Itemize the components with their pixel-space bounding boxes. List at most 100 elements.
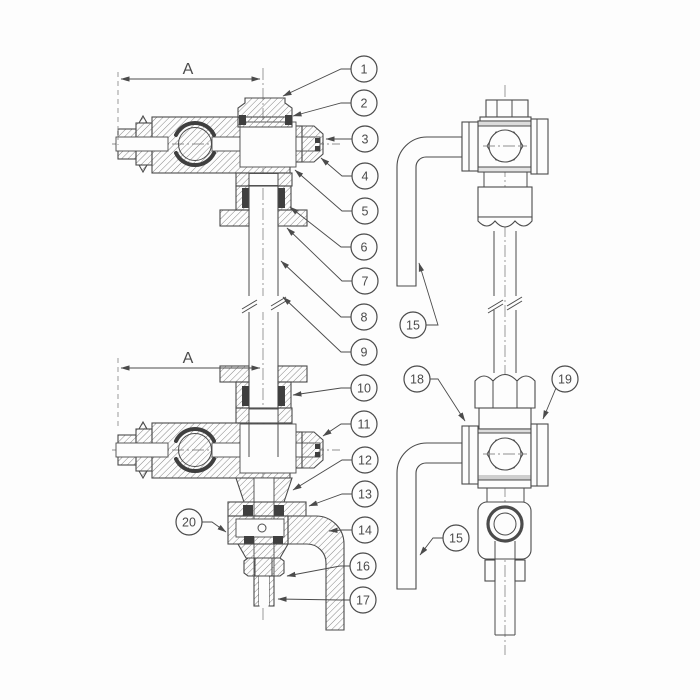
flange-upper-left xyxy=(461,121,479,172)
callout-number: 1 xyxy=(361,63,368,77)
callout-circle xyxy=(351,267,379,295)
callout-circle xyxy=(350,338,378,366)
ball-plug-upper xyxy=(178,127,212,161)
callout-circle xyxy=(350,55,378,83)
handle-upper xyxy=(396,136,463,287)
callout-number: 16 xyxy=(356,560,370,574)
callout-circle xyxy=(351,480,379,508)
callout-number: 10 xyxy=(357,382,371,396)
dimension-label-bottom: A xyxy=(183,350,194,367)
flange-lower-left xyxy=(461,425,479,485)
external-view xyxy=(396,85,549,655)
callout-number: 11 xyxy=(358,418,371,432)
dimension-label-top: A xyxy=(183,61,194,78)
callout-circle xyxy=(349,552,377,580)
gland-nut-upper-external xyxy=(477,216,533,228)
callout-19: 19 xyxy=(542,365,579,420)
callout-circle xyxy=(350,410,378,438)
seat-arc-lower-bottom xyxy=(174,457,216,473)
callout-number: 3 xyxy=(362,133,369,147)
callout-6: 6 xyxy=(289,206,378,261)
drain-nipple-bore xyxy=(259,576,269,606)
callout-number: 17 xyxy=(356,594,370,608)
callout-16: 16 xyxy=(286,552,377,580)
callout-circle xyxy=(403,365,431,393)
callout-circle xyxy=(351,125,379,153)
callout-14: 14 xyxy=(328,516,379,544)
callout-circle xyxy=(350,374,378,402)
callout-number: 15 xyxy=(406,319,420,333)
drain-flange-disc xyxy=(227,501,307,517)
callout-circle xyxy=(442,524,470,552)
compression-fitting-lower xyxy=(301,431,324,469)
callout-number: 5 xyxy=(362,205,369,219)
ball-plug-lower xyxy=(178,433,212,467)
drain-ball-external xyxy=(486,505,524,543)
callout-8: 8 xyxy=(280,260,378,331)
handle-lower xyxy=(396,442,463,590)
callout-15-upper: 15 xyxy=(399,262,439,339)
drain-assembly xyxy=(227,477,345,631)
callout-3: 3 xyxy=(325,125,379,153)
gland-nut-lower-external xyxy=(474,373,536,409)
cap-nut-upper xyxy=(485,99,529,118)
callout-9: 9 xyxy=(282,296,378,366)
callout-circle xyxy=(175,508,203,536)
bonnet xyxy=(237,97,293,128)
compression-fitting-upper xyxy=(301,125,324,163)
callout-11: 11 xyxy=(322,410,378,438)
callout-number: 12 xyxy=(358,454,372,468)
callout-circle xyxy=(349,586,377,614)
callout-number: 20 xyxy=(182,516,196,530)
callout-number: 2 xyxy=(361,97,368,111)
drain-nut xyxy=(243,557,285,577)
callout-number: 7 xyxy=(362,275,369,289)
callout-number: 13 xyxy=(358,488,372,502)
callout-15-lower: 15 xyxy=(419,524,470,556)
seat-arc-upper-top xyxy=(174,121,216,137)
lower-valve-external xyxy=(396,373,549,636)
callouts: 1 2 3 4 5 6 7 xyxy=(175,55,579,614)
drain-elbow-pipe xyxy=(287,515,345,631)
callout-circle xyxy=(351,516,379,544)
dimension-a-bottom: A xyxy=(117,350,261,428)
callout-circle xyxy=(350,89,378,117)
callout-17: 17 xyxy=(277,586,377,614)
callout-circle xyxy=(350,233,378,261)
seat-arc-upper-bottom xyxy=(174,151,216,167)
callout-circle xyxy=(351,162,379,190)
flange-upper-right xyxy=(530,118,549,175)
tube-external xyxy=(487,231,523,373)
callout-2: 2 xyxy=(292,89,378,117)
upper-valve-external xyxy=(396,99,549,287)
callout-number: 15 xyxy=(449,532,463,546)
callout-circle xyxy=(551,365,579,393)
flange-lower-right xyxy=(530,423,549,487)
seat-arc-lower-top xyxy=(174,427,216,443)
callout-12: 12 xyxy=(292,446,379,491)
callout-13: 13 xyxy=(308,480,379,508)
callout-5: 5 xyxy=(294,169,379,225)
callout-7: 7 xyxy=(286,227,379,295)
upper-valve-section xyxy=(115,97,324,227)
callout-circle xyxy=(351,446,379,474)
sectional-view: A A xyxy=(112,61,345,631)
callout-number: 4 xyxy=(362,170,369,184)
lower-valve-section xyxy=(115,365,324,480)
callout-20: 20 xyxy=(175,508,227,536)
callout-circle xyxy=(351,197,379,225)
callout-circle xyxy=(350,303,378,331)
callout-circle xyxy=(399,311,427,339)
callout-18: 18 xyxy=(403,365,466,422)
callout-number: 14 xyxy=(358,524,372,538)
callout-number: 8 xyxy=(361,311,368,325)
callout-number: 9 xyxy=(361,346,368,360)
callout-1: 1 xyxy=(282,55,378,97)
callout-10: 10 xyxy=(292,374,378,402)
callout-number: 18 xyxy=(410,373,424,387)
callout-number: 6 xyxy=(361,241,368,255)
callout-4: 4 xyxy=(320,157,379,190)
callout-number: 19 xyxy=(558,373,572,387)
